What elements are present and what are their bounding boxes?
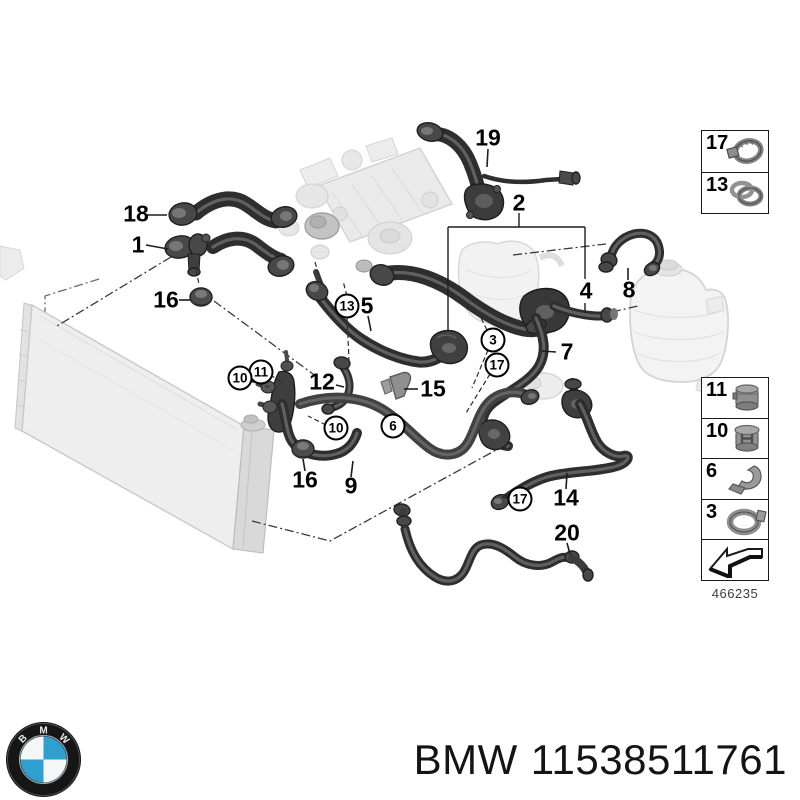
part-callout-6[interactable]: 6 xyxy=(380,413,406,439)
part-callout-19[interactable]: 19 xyxy=(475,124,501,151)
spring-clamp-icon xyxy=(729,180,764,206)
hose-18 xyxy=(168,199,298,230)
hose-7 xyxy=(479,318,544,450)
legend-clamps-group: 17 13 xyxy=(701,130,769,214)
hose-4 xyxy=(554,306,618,323)
part-callout-11[interactable]: 11 xyxy=(248,359,274,385)
legend-item-17[interactable]: 17 xyxy=(702,131,768,173)
part-number-text: BMW 11538511761 xyxy=(414,736,787,784)
part-callout-1[interactable]: 1 xyxy=(131,231,145,258)
hose-14 xyxy=(490,378,628,511)
part-callout-16[interactable]: 16 xyxy=(292,466,318,493)
legend-label-6: 6 xyxy=(706,460,718,482)
bracket-2-4 xyxy=(447,213,586,331)
part-callout-10[interactable]: 10 xyxy=(227,365,253,391)
part-callout-17[interactable]: 17 xyxy=(484,352,510,378)
hose-20 xyxy=(393,503,594,581)
part-callout-10[interactable]: 10 xyxy=(323,415,349,441)
part-number: 11538511761 xyxy=(530,736,787,783)
legend-label-10: 10 xyxy=(706,419,729,442)
part-callout-16[interactable]: 16 xyxy=(153,286,179,313)
part-callout-5[interactable]: 5 xyxy=(360,292,374,319)
part-callout-2[interactable]: 2 xyxy=(512,189,526,216)
radiator xyxy=(14,278,275,554)
grommet-16-lower xyxy=(291,439,315,459)
part-callout-15[interactable]: 15 xyxy=(420,375,446,402)
part-callout-14[interactable]: 14 xyxy=(553,484,579,511)
logo-letter-m: M xyxy=(39,726,47,737)
cap-icon xyxy=(734,424,760,452)
hose-6 xyxy=(300,387,540,454)
part-callout-9[interactable]: 9 xyxy=(344,472,358,499)
legend-item-6[interactable]: 6 xyxy=(702,459,768,500)
legend-label-11: 11 xyxy=(706,379,728,401)
hose-8 xyxy=(598,233,662,277)
worm-clamp-icon xyxy=(726,138,764,164)
bmw-logo: B M W xyxy=(6,722,81,797)
drawing-number: 466235 xyxy=(711,586,759,601)
part-callout-20[interactable]: 20 xyxy=(554,519,580,546)
bracket-15 xyxy=(380,371,412,400)
legend-label-17: 17 xyxy=(706,132,729,154)
part-callout-17[interactable]: 17 xyxy=(507,486,533,512)
engine-block xyxy=(0,137,454,281)
hose-19 xyxy=(416,121,581,221)
part-callout-4[interactable]: 4 xyxy=(579,277,593,304)
part-callout-18[interactable]: 18 xyxy=(123,200,149,227)
direction-arrow-icon xyxy=(708,546,763,578)
ring-clamp-icon xyxy=(726,508,767,535)
grommet-16-upper xyxy=(189,287,213,307)
part-callout-13[interactable]: 13 xyxy=(334,293,360,319)
legend-item-11[interactable]: 11 xyxy=(702,378,768,419)
legend-item-direction xyxy=(702,540,768,580)
legend-fittings-group: 11 10 6 3 xyxy=(701,377,769,581)
part-callout-7[interactable]: 7 xyxy=(560,338,574,365)
part-callout-3[interactable]: 3 xyxy=(480,327,506,353)
expansion-tank xyxy=(629,259,729,395)
plug-icon xyxy=(732,384,759,411)
legend-item-13[interactable]: 13 xyxy=(702,173,768,214)
part-callout-12[interactable]: 12 xyxy=(309,368,335,395)
legend-item-10[interactable]: 10 xyxy=(702,419,768,459)
hose-1 xyxy=(164,234,295,277)
thermostat-valve xyxy=(304,212,373,273)
holder-clip-icon xyxy=(728,465,762,495)
brand-name: BMW xyxy=(413,736,518,783)
hose-12 xyxy=(321,356,351,415)
legend-label-13: 13 xyxy=(706,173,729,196)
legend-label-3: 3 xyxy=(706,500,718,523)
part-callout-8[interactable]: 8 xyxy=(622,276,636,303)
hose-5 xyxy=(305,269,469,364)
legend-item-3[interactable]: 3 xyxy=(702,500,768,540)
